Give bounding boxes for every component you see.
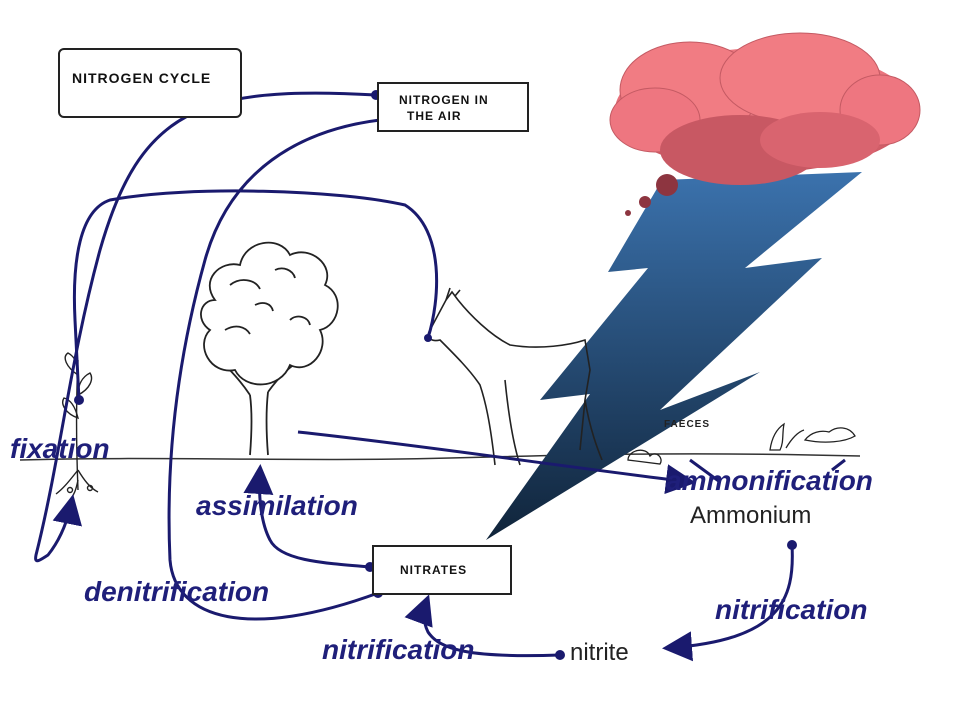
label-nitrite: nitrite	[570, 639, 629, 666]
nitrates-label: NITRATES	[400, 563, 468, 577]
ammonification-path	[297, 430, 696, 494]
nitrogen-air-box: NITROGEN IN THE AIR	[377, 82, 529, 132]
nitrification-right-path	[662, 544, 794, 662]
label-fixation: fixation	[10, 433, 110, 464]
nitrification-left-path	[404, 594, 561, 658]
horse-illustration	[427, 287, 603, 466]
title-box: NITROGEN CYCLE	[58, 48, 242, 118]
label-denitrification: denitrification	[84, 576, 270, 607]
storm-cloud	[609, 32, 921, 216]
label-ammonification: ammonification	[666, 465, 873, 496]
label-assimilation: assimilation	[196, 490, 358, 521]
air-box-line2: THE AIR	[407, 109, 462, 123]
diagram-title: NITROGEN CYCLE	[72, 70, 212, 86]
air-box-line1: NITROGEN IN	[399, 93, 489, 107]
nitrates-box: NITRATES	[372, 545, 512, 595]
faeces-illustration	[627, 422, 856, 465]
animal-to-plant-path	[72, 189, 439, 401]
assimilation-path	[243, 464, 371, 569]
ground-line	[19, 453, 861, 461]
air-to-animal-path	[167, 118, 381, 621]
label-nitrification-left: nitrification	[322, 634, 475, 665]
faeces-label: FAECES	[664, 419, 711, 430]
faeces-to-ammonium-path	[689, 458, 846, 484]
label-nitrification-right: nitrification	[715, 594, 868, 625]
tree-illustration	[200, 241, 339, 456]
label-ammonium: Ammonium	[690, 502, 812, 529]
